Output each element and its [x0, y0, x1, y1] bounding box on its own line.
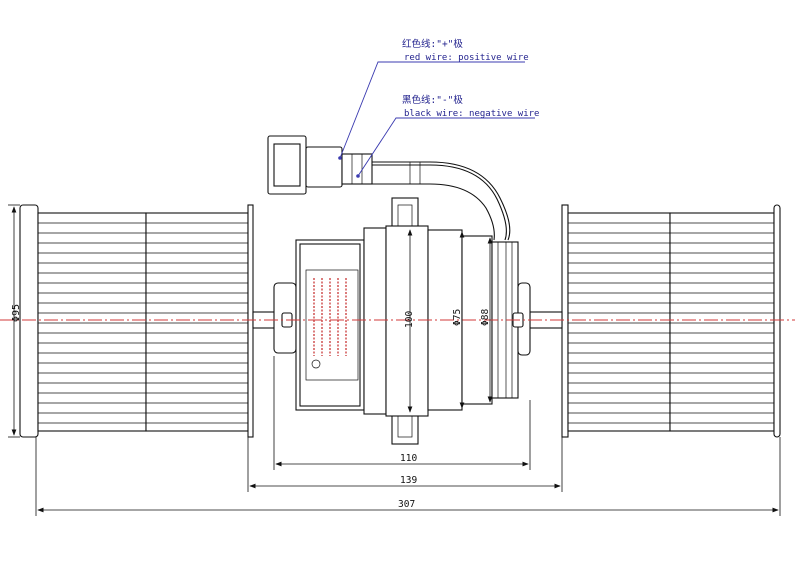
dimension-d88: Φ88	[480, 237, 493, 403]
dim-d88-label: Φ88	[480, 309, 491, 326]
dim-d95-label: Φ95	[11, 304, 22, 322]
dim-h100-label: 100	[404, 311, 415, 328]
dimension-w307: 307	[35, 437, 781, 516]
dimension-d95: Φ95	[8, 204, 22, 438]
dim-w110-label: 110	[400, 453, 417, 464]
dim-w307-label: 307	[398, 499, 415, 510]
wire-harness	[372, 161, 511, 241]
black-wire-label-en: black wire: negative wire	[404, 109, 539, 119]
left-fan-wheel	[19, 204, 254, 438]
red-wire-label-en: red wire: positive wire	[404, 53, 529, 63]
connector	[267, 135, 373, 195]
dimension-w110: 110	[273, 356, 531, 470]
right-fan-wheel	[561, 204, 781, 438]
dim-w139-label: 139	[400, 475, 417, 486]
dimension-h100: 100	[404, 229, 415, 413]
dim-d75-label: Φ75	[452, 309, 463, 326]
dimension-d75: Φ75	[452, 231, 465, 409]
wire-callouts: 红色线:"+"极 red wire: positive wire 黑色线:"-"…	[338, 38, 539, 178]
dimension-w139: 139	[247, 437, 563, 492]
motor-body	[273, 197, 531, 445]
red-wire-label-cn: 红色线:"+"极	[402, 38, 463, 50]
black-wire-label-cn: 黑色线:"-"极	[402, 94, 463, 106]
